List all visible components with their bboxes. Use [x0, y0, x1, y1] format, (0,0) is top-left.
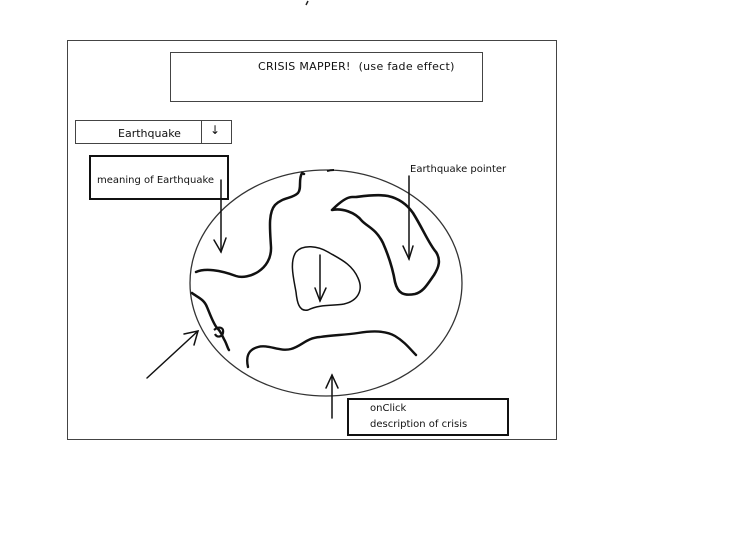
coastline-bottom	[245, 330, 418, 369]
title-banner	[170, 52, 483, 102]
coastline-upper-left	[194, 171, 306, 279]
crisis-type-dropdown[interactable]	[75, 120, 232, 144]
meaning-text: meaning of Earthquake	[97, 175, 215, 186]
arrow-meaning-to-map	[213, 179, 227, 254]
title-note: (use fade effect)	[358, 60, 455, 73]
crisis-description-box[interactable]	[347, 398, 509, 436]
arrow-down-icon: ↓	[210, 123, 221, 137]
arrow-earthquake-pointer	[402, 175, 414, 262]
arrow-description-to-map	[325, 373, 339, 419]
page-title: CRISIS MAPPER! (use fade effect)	[258, 60, 455, 73]
coastline-left-knot	[213, 326, 225, 338]
stray-mark	[305, 0, 309, 6]
island-center	[291, 246, 361, 311]
arrow-center-pointer	[314, 254, 327, 303]
description-line-1: onClick	[370, 403, 407, 414]
wireframe-frame	[67, 40, 557, 440]
dropdown-toggle-button[interactable]	[201, 120, 232, 144]
coastline-top	[326, 169, 335, 172]
map-globe[interactable]	[189, 169, 463, 397]
dropdown-selected-value: Earthquake	[118, 127, 181, 140]
pointer-label: Earthquake pointer	[410, 164, 507, 175]
arrow-to-map-edge	[146, 330, 200, 379]
continent-right	[330, 193, 441, 296]
meaning-info-box	[89, 155, 229, 200]
description-line-2: description of crisis	[370, 419, 468, 430]
title-text: CRISIS MAPPER!	[258, 60, 351, 73]
